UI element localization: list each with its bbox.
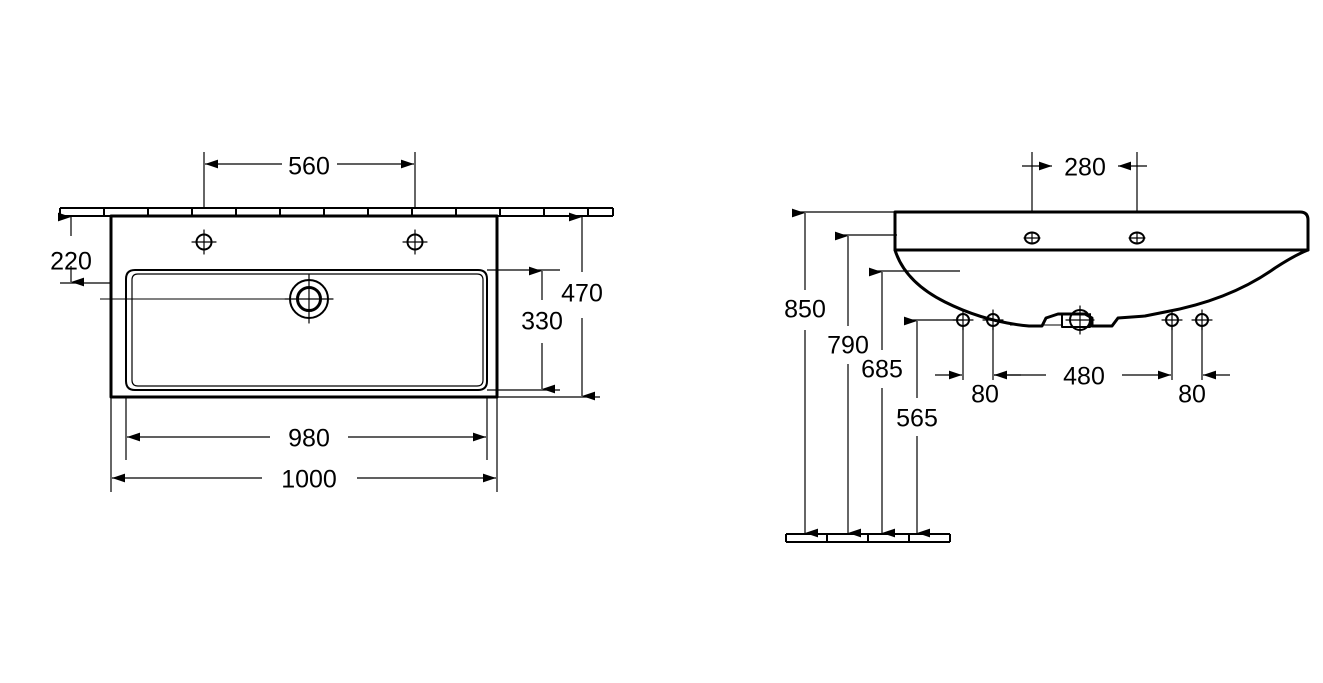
dimension-850: 850 (784, 208, 895, 538)
dimension-565: 565 (896, 316, 963, 538)
dimension-1000: 1000 (110, 398, 498, 494)
dimension-850-label: 850 (784, 296, 826, 324)
dimension-1000-label: 1000 (281, 466, 337, 494)
plan-view: 560 220 470 330 (50, 152, 614, 494)
fixing-hole-center (1065, 305, 1095, 335)
floor-hatching (785, 533, 951, 543)
basin-underside-elevation (893, 248, 1310, 328)
dimension-480: 480 (994, 327, 1173, 391)
dimension-80-right: 80 (1178, 327, 1230, 409)
tap-hole-left-plan (191, 229, 217, 255)
dimension-685-label: 685 (861, 356, 903, 384)
tap-hole-right-elevation (1128, 231, 1146, 245)
dimension-80-left-label: 80 (971, 381, 999, 409)
dimension-80-left: 80 (935, 327, 1021, 409)
tap-hole-left-elevation (1023, 231, 1041, 245)
dimension-980-label: 980 (288, 425, 330, 453)
dimension-280-label: 280 (1064, 154, 1106, 182)
dimension-560: 560 (203, 152, 416, 207)
dimension-220: 220 (50, 212, 111, 287)
dimension-220-label: 220 (50, 248, 92, 276)
dimension-685: 685 (861, 267, 960, 538)
bowl-outline-plan (125, 269, 488, 391)
dimension-560-label: 560 (288, 153, 330, 181)
basin-rim-elevation (893, 210, 1310, 252)
drain-hole-plan (284, 274, 334, 324)
dimension-790: 790 (827, 231, 897, 538)
dimension-790-label: 790 (827, 332, 869, 360)
dimension-330: 330 (487, 266, 563, 394)
fixing-hole-2 (982, 309, 1004, 331)
tap-hole-right-plan (402, 229, 428, 255)
dimension-330-label: 330 (521, 308, 563, 336)
fixing-hole-4 (1191, 309, 1213, 331)
dimension-565-label: 565 (896, 405, 938, 433)
dimension-470: 470 (497, 212, 603, 401)
fixing-hole-3 (1161, 309, 1183, 331)
bowl-inner-edge-plan (131, 273, 484, 387)
dimension-80-right-label: 80 (1178, 381, 1206, 409)
dimension-280: 280 (1022, 152, 1147, 211)
basin-outline-plan (109, 214, 499, 399)
dimension-980: 980 (125, 398, 488, 460)
dimension-470-label: 470 (561, 280, 603, 308)
elevation-view: 280 850 790 685 565 (784, 152, 1310, 543)
dimension-480-label: 480 (1063, 363, 1105, 391)
